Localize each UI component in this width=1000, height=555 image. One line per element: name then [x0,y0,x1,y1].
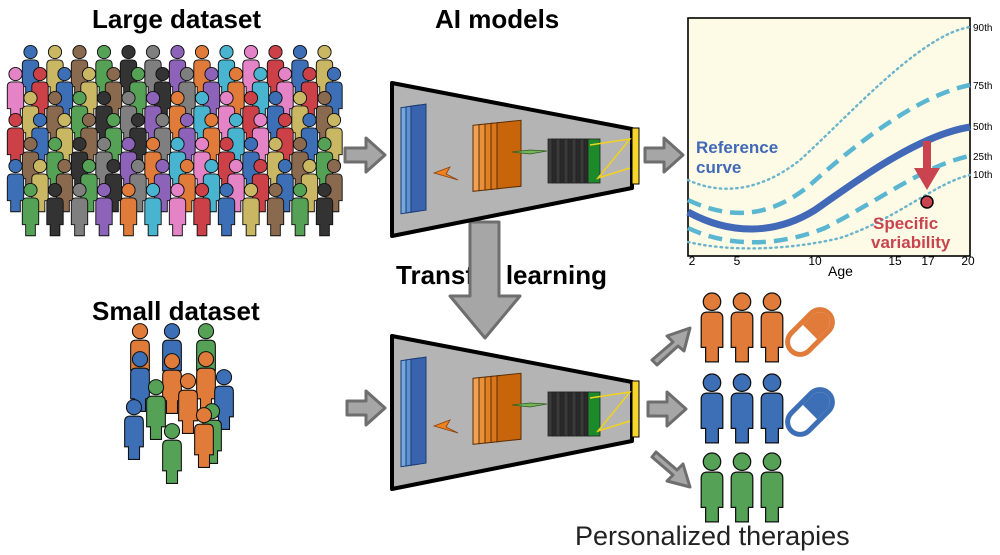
variability-point [920,195,934,209]
x-axis-ticks: 2 5 10 15 17 20 [689,254,975,268]
arrow-large-to-model [343,136,387,174]
arrow-small-to-model [345,389,387,427]
ai-models-title: AI models [435,4,560,34]
small-dataset-title: Small dataset [92,296,260,326]
person-icon [119,182,138,237]
pill-icon-blue [785,387,835,437]
person-icon [730,373,754,444]
person-icon [193,182,211,237]
small-dataset-crowd [124,323,234,484]
x-tick-label: 15 [888,254,902,268]
arrow-model-to-green [650,450,692,489]
person-icon [178,373,198,434]
pill-icon [785,307,835,357]
transfer-learning-title: Transfer learning [396,260,607,290]
percentile-75-curve [687,82,971,216]
variability-arrow-shaft [923,141,931,170]
person-icon [700,373,724,444]
variability-arrowhead [914,168,940,190]
person-icon [144,182,162,237]
person-icon [217,182,236,237]
arrow-model-to-chart [643,136,685,174]
arrow-transfer-learning [448,220,522,340]
percentile-label: 10th [973,170,992,181]
percentile-label: 25th [973,152,992,163]
chart-background [687,17,971,257]
x-tick-label: 5 [734,254,741,268]
reference-label-line1: Reference [696,138,778,157]
percentile-50-curve [686,123,971,233]
person-icon [760,452,784,523]
reference-label-line2: curve [696,158,741,177]
percentile-10-curve [686,173,972,250]
person-icon [760,292,784,363]
percentile-label: 50th [973,122,992,133]
arrow-icon [343,136,692,489]
large-dataset-crowd [6,44,343,237]
growth-chart: Reference curve Specific variability 90t… [686,17,992,279]
person-icon [124,399,144,460]
network-icon-2 [390,334,640,491]
person-icon [730,292,754,363]
arrow-model-to-blue [646,390,688,428]
variability-label-line2: variability [871,233,951,252]
person-icon [730,452,754,523]
person-icon [242,182,260,237]
person-icon [291,182,309,237]
arrow-model-to-orange [650,326,692,367]
personalized-therapies-caption: Personalized therapies [575,521,850,551]
person-icon [760,373,784,444]
x-tick-label: 20 [961,254,975,268]
x-tick-label: 17 [921,254,935,268]
percentile-labels: 90th 75th 50th 25th 10th [973,23,992,181]
person-icon [6,112,25,167]
person-icon [168,182,187,237]
person-icon [315,182,334,237]
person-icon [46,182,64,237]
variability-label-line1: Specific [873,214,938,233]
x-tick-label: 10 [808,254,822,268]
percentile-label: 90th [973,23,992,34]
person-icon [6,66,25,121]
x-tick-label: 2 [689,254,696,268]
person-icon [700,292,724,363]
large-dataset-title: Large dataset [92,4,262,34]
network-icon [390,81,640,238]
person-icon [70,182,89,237]
percentile-label: 75th [973,81,992,92]
percentile-25-curve [687,153,971,245]
person-icon [266,182,285,237]
person-icon [95,182,113,237]
person-icon [196,351,216,412]
person-icon [700,452,724,523]
x-axis-label: Age [828,263,853,279]
person-icon [21,182,40,237]
person-icon [146,379,166,440]
person-icon [6,158,25,213]
percentile-90-curve [686,25,972,190]
therapy-groups [700,292,784,523]
person-icon [162,423,182,484]
